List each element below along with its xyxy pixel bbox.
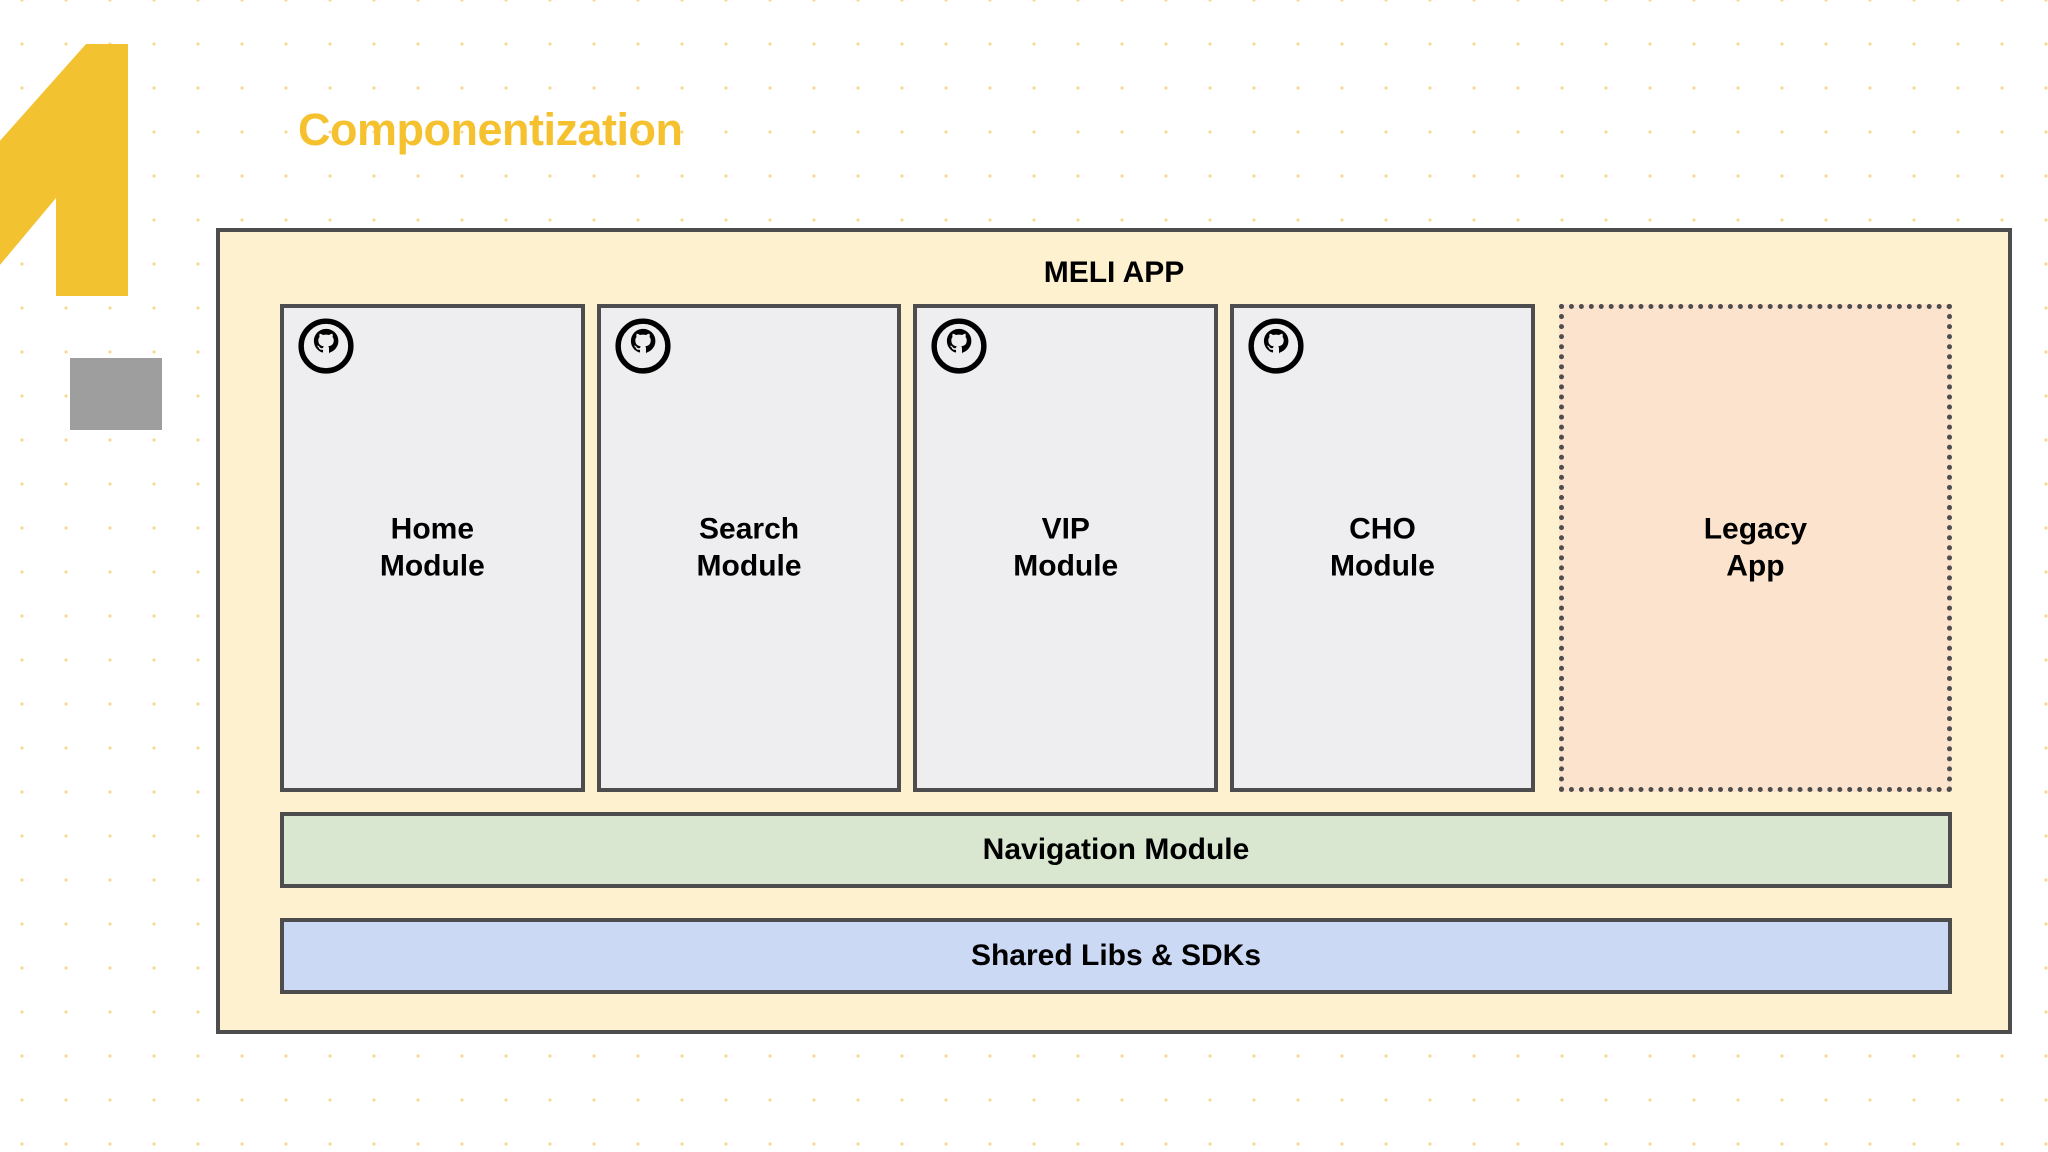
meli-app-container: MELI APP Home Module Search Module VIP M… bbox=[216, 228, 2012, 1034]
layer-navigation-module-label: Navigation Module bbox=[982, 833, 1250, 866]
github-octocat-icon bbox=[1248, 318, 1304, 374]
module-label-vip: VIP Module bbox=[1013, 512, 1119, 582]
module-card-vip[interactable]: VIP Module bbox=[913, 304, 1219, 792]
layer-navigation-module[interactable]: Navigation Module bbox=[280, 812, 1952, 888]
module-card-cho[interactable]: CHO Module bbox=[1230, 304, 1535, 792]
github-octocat-icon bbox=[615, 318, 671, 374]
module-label-search: Search Module bbox=[696, 512, 802, 582]
layer-shared-libs-sdks-label: Shared Libs & SDKs bbox=[970, 939, 1262, 972]
legacy-app-label: Legacy App bbox=[1703, 512, 1808, 582]
meli-app-title: MELI APP bbox=[1043, 256, 1185, 289]
legacy-app-card[interactable]: Legacy App bbox=[1558, 304, 1952, 792]
brand-square-decor bbox=[70, 358, 162, 430]
meli-arrow-logo bbox=[0, 44, 128, 296]
github-octocat-icon bbox=[298, 318, 354, 374]
module-label-cho: CHO Module bbox=[1329, 512, 1435, 582]
module-card-search[interactable]: Search Module bbox=[596, 304, 902, 792]
module-card-home[interactable]: Home Module bbox=[280, 304, 585, 792]
github-octocat-icon bbox=[931, 318, 987, 374]
module-label-home: Home Module bbox=[379, 512, 485, 582]
layer-shared-libs-sdks[interactable]: Shared Libs & SDKs bbox=[280, 918, 1952, 994]
page-title: Componentization bbox=[298, 104, 683, 155]
module-row: Home Module Search Module VIP Module CHO… bbox=[280, 304, 1952, 792]
